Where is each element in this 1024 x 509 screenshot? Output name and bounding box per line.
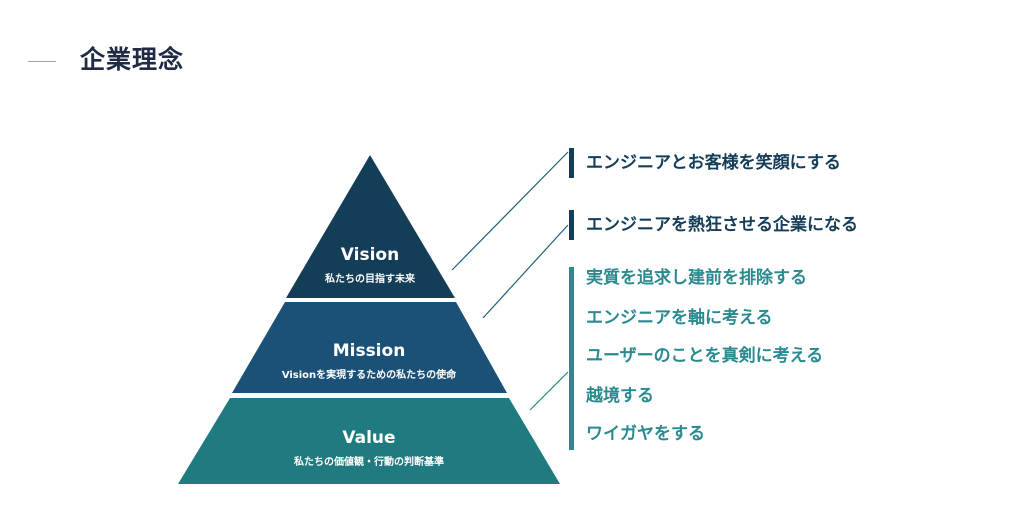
tier-mission-title: Mission — [332, 341, 406, 361]
pyramid-tier-value — [178, 398, 560, 484]
vision-accent-bar — [569, 148, 574, 178]
connector-value — [529, 371, 569, 411]
mission-statement: エンジニアを熱狂させる企業になる — [586, 215, 858, 235]
tier-vision-title: Vision — [340, 245, 400, 265]
value-item: ユーザーのことを真剣に考える — [586, 346, 824, 366]
value-item: ワイガヤをする — [586, 424, 705, 444]
tier-value-subtitle: 私たちの価値観・行動の判断基準 — [294, 457, 444, 468]
values-accent-bar — [569, 267, 574, 450]
tier-vision-subtitle: 私たちの目指す未来 — [325, 274, 415, 285]
value-item: 越境する — [586, 386, 654, 406]
connector-mission — [482, 224, 569, 319]
tier-mission-subtitle: Visionを実現するための私たちの使命 — [281, 370, 457, 381]
pyramid-tier-mission — [232, 302, 507, 393]
page-title: 企業理念 — [80, 45, 185, 74]
value-item: 実質を追求し建前を排除する — [586, 268, 807, 288]
mission-accent-bar — [569, 210, 574, 240]
tier-value-title: Value — [342, 428, 396, 448]
header-dash — [28, 61, 56, 62]
pyramid-tier-vision — [286, 155, 455, 298]
value-item: エンジニアを軸に考える — [586, 308, 773, 328]
connector-vision — [451, 151, 569, 271]
vision-statement: エンジニアとお客様を笑顔にする — [586, 153, 841, 173]
